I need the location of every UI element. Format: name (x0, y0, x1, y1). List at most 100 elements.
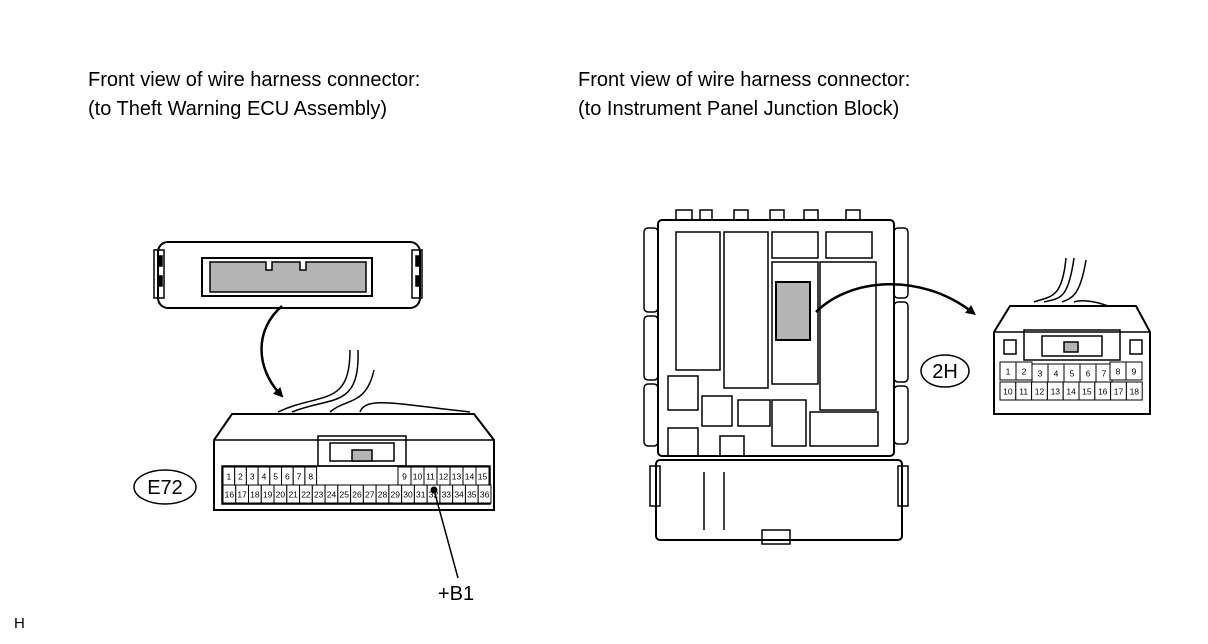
pin-number: 2 (238, 472, 243, 482)
pin-cavity: 36 (477, 484, 492, 504)
pin-cavity: 28 (375, 484, 390, 504)
pin-cavity: 19 (260, 484, 275, 504)
pin-number: 17 (1114, 387, 1124, 397)
pin-number: 16 (1098, 387, 1108, 397)
pin-cavity: 16 (1094, 381, 1112, 401)
pin-cavity: 23 (311, 484, 326, 504)
pin-number: 35 (467, 490, 477, 500)
pin-number: 7 (1102, 369, 1107, 379)
pin-cavity: 16 (222, 484, 237, 504)
pin-cavity: 26 (350, 484, 364, 504)
pin-number: 11 (1019, 387, 1028, 397)
pin-cavity: 3 (1031, 363, 1049, 383)
pin-number: 10 (413, 472, 423, 482)
pin-cavity: 10 (410, 466, 425, 486)
pin-number: 15 (1082, 387, 1092, 397)
pin-cavity: 15 (475, 466, 490, 486)
right-pointer-arrow (815, 283, 976, 316)
pin-number: 11 (426, 472, 435, 482)
right-caption-line2: (to Instrument Panel Junction Block) (578, 98, 900, 120)
2h-code: 2H (932, 361, 958, 383)
pin-cavity: 21 (286, 484, 301, 504)
pin-cavity: 2 (1015, 361, 1033, 381)
pin-cavity: 27 (362, 484, 377, 504)
pin-cavity: 22 (299, 484, 313, 504)
pin-number: 12 (1035, 387, 1045, 397)
left-caption-line2: (to Theft Warning ECU Assembly) (88, 98, 387, 120)
left-wires (277, 349, 471, 413)
pin-number: 12 (439, 472, 449, 482)
pin-cavity: 8 (1109, 361, 1127, 381)
pin-cavity: 20 (273, 484, 288, 504)
pin-number: 26 (352, 490, 362, 500)
pin-number: 13 (1051, 387, 1061, 397)
pin-cavity: 12 (436, 466, 451, 486)
pin-number: 36 (480, 490, 490, 500)
pin-cavity: 1 (222, 466, 236, 486)
pin-cavity: 6 (1079, 363, 1097, 383)
pin-number: 16 (225, 490, 235, 500)
pin-number: 19 (263, 490, 273, 500)
pin-number: 31 (416, 490, 426, 500)
pin-number: 24 (327, 490, 337, 500)
pin-cavity: 18 (248, 484, 262, 504)
pin-number: 6 (1086, 369, 1091, 379)
2h-tag-oval (920, 354, 970, 388)
pin-number: 6 (285, 472, 290, 482)
jb-highlight-socket (775, 281, 811, 341)
b1-label: +B1 (438, 583, 474, 605)
pin-number: 3 (1038, 369, 1043, 379)
pin-number: 9 (1132, 367, 1137, 377)
pin-cavity: 2 (234, 466, 247, 486)
pin-number: 27 (365, 490, 375, 500)
pin-number: 5 (273, 472, 278, 482)
pin-number: 28 (378, 490, 388, 500)
pin-number: 14 (1066, 387, 1076, 397)
pin-cavity: 5 (269, 466, 282, 486)
pin-number: 15 (478, 472, 488, 482)
left-caption: Front view of wire harness connector: (t… (88, 66, 420, 124)
pin-cavity: 35 (464, 484, 479, 504)
pin-cavity: 30 (401, 484, 415, 504)
pin-number: 2 (1022, 367, 1027, 377)
pin-number: 4 (1054, 369, 1059, 379)
right-wires (1033, 257, 1109, 307)
pin-number: 29 (391, 490, 401, 500)
pin-number: 1 (1006, 367, 1011, 377)
b1-leader-line (433, 489, 459, 579)
pin-number: 8 (308, 472, 313, 482)
pin-cavity: 7 (292, 466, 306, 486)
left-pointer-arrow (260, 305, 284, 398)
pin-number: 4 (262, 472, 267, 482)
pin-cavity: 13 (449, 466, 464, 486)
pin-cavity: 11 (1015, 381, 1033, 401)
pin-cavity: 8 (304, 466, 318, 486)
pin-number: 25 (339, 490, 349, 500)
pin-cavity: 9 (397, 466, 412, 486)
pin-cavity: 14 (1062, 381, 1080, 401)
pin-number: 21 (288, 490, 298, 500)
e72-tag-oval (133, 469, 197, 505)
pin-cavity: 1 (999, 361, 1017, 381)
pin-number: 7 (297, 472, 302, 482)
pin-number: 20 (276, 490, 286, 500)
pin-number: 1 (226, 472, 231, 482)
ecu-connector-housing (153, 241, 423, 309)
pin-cavity: 18 (1125, 381, 1143, 401)
pin-cavity: 14 (462, 466, 477, 486)
pin-cavity: 5 (1063, 363, 1081, 383)
pin-number: 9 (402, 472, 407, 482)
e72-code: E72 (147, 477, 183, 499)
pin-number: 23 (314, 490, 324, 500)
pin-cavity: 4 (1047, 363, 1065, 383)
left-caption-line1: Front view of wire harness connector: (88, 69, 421, 91)
pin-cavity: 13 (1046, 381, 1064, 401)
pin-number: 5 (1070, 369, 1075, 379)
pin-cavity: 10 (999, 381, 1017, 401)
pin-number: 18 (250, 490, 260, 500)
pin-cavity: 17 (1110, 381, 1127, 401)
pin-cavity: 17 (235, 484, 250, 504)
pin-number: 3 (250, 472, 255, 482)
